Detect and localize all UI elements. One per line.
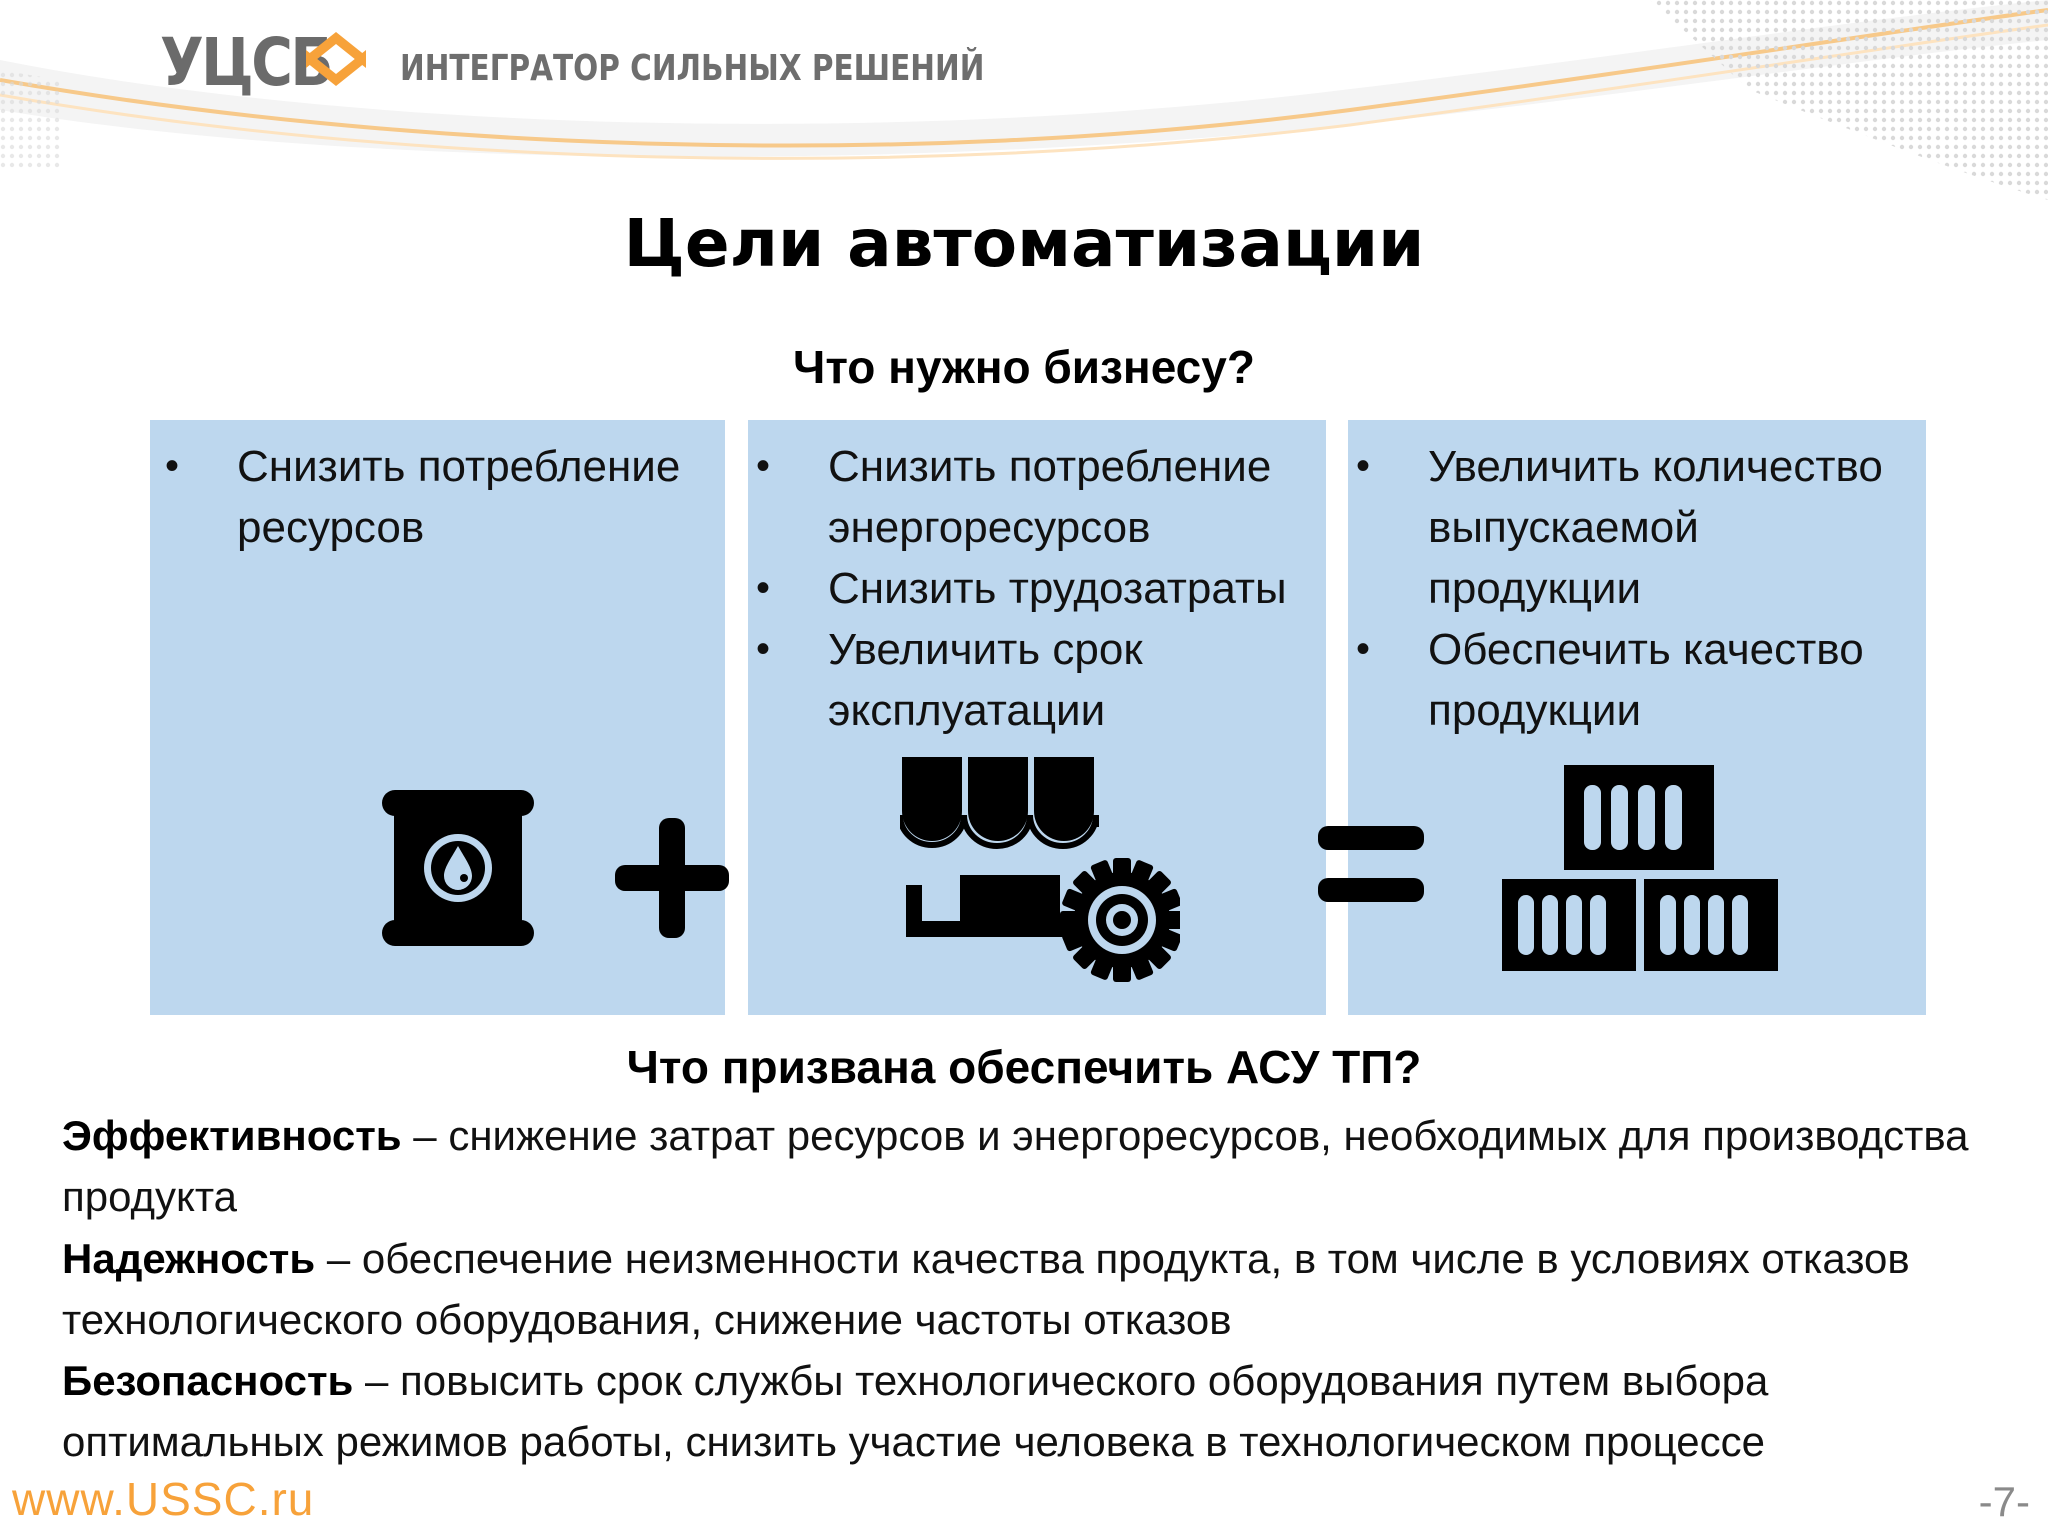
term-text: – снижение затрат ресурсов и энергоресур… <box>62 1112 1969 1220</box>
list-item: •Увеличить количество выпускаемой продук… <box>1356 436 1918 619</box>
term-label: Безопасность <box>62 1357 354 1404</box>
company-logo: УЦСБ <box>160 22 366 102</box>
list-item: •Снизить трудозатраты <box>756 558 1318 619</box>
bullet-glyph: • <box>1356 627 1371 671</box>
bullet-glyph: • <box>756 627 771 671</box>
bullet-glyph: • <box>756 566 771 610</box>
logo-chevron-icon <box>306 32 366 86</box>
term-text: – повысить срок службы технологического … <box>62 1357 1769 1465</box>
equals-icon <box>1318 826 1424 902</box>
description-reliability: Надежность – обеспечение неизменности ка… <box>62 1228 2022 1350</box>
factory-gear-icon <box>900 757 1180 982</box>
bullet-glyph: • <box>756 444 771 488</box>
plus-icon <box>615 818 729 938</box>
panel-resources: •Снизить потребление ресурсов <box>150 420 725 1015</box>
term-text: – обеспечение неизменности качества прод… <box>62 1235 1910 1343</box>
product-boxes-icon <box>1502 765 1778 971</box>
term-label: Надежность <box>62 1235 316 1282</box>
bullet-glyph: • <box>1356 444 1371 488</box>
page-title: Цели автоматизации <box>623 205 1425 282</box>
panel-production: •Увеличить количество выпускаемой продук… <box>1348 420 1926 1015</box>
term-label: Эффективность <box>62 1112 402 1159</box>
header-swoosh-decoration <box>0 0 2048 200</box>
company-tagline: ИНТЕГРАТОР СИЛЬНЫХ РЕШЕНИЙ <box>400 48 985 89</box>
page-number: -7- <box>1978 1478 2030 1525</box>
description-safety: Безопасность – повысить срок службы техн… <box>62 1350 2022 1472</box>
top-crate <box>1564 765 1714 870</box>
list-item: •Увеличить срок эксплуатации <box>756 619 1318 741</box>
description-efficiency: Эффективность – снижение затрат ресурсов… <box>62 1105 2022 1227</box>
logo-text: УЦСБ <box>160 23 334 101</box>
acs-goals-heading: Что призвана обеспечить АСУ ТП? <box>626 1041 1422 1093</box>
list-item: •Снизить потребление ресурсов <box>165 436 717 558</box>
oil-barrel-icon <box>382 790 534 946</box>
bullet-glyph: • <box>165 444 180 488</box>
footer-website-link[interactable]: www.USSC.ru <box>12 1473 315 1525</box>
list-item: •Обеспечить качество продукции <box>1356 619 1918 741</box>
business-needs-heading: Что нужно бизнесу? <box>793 341 1255 393</box>
list-item: •Снизить потребление энергоресурсов <box>756 436 1318 558</box>
